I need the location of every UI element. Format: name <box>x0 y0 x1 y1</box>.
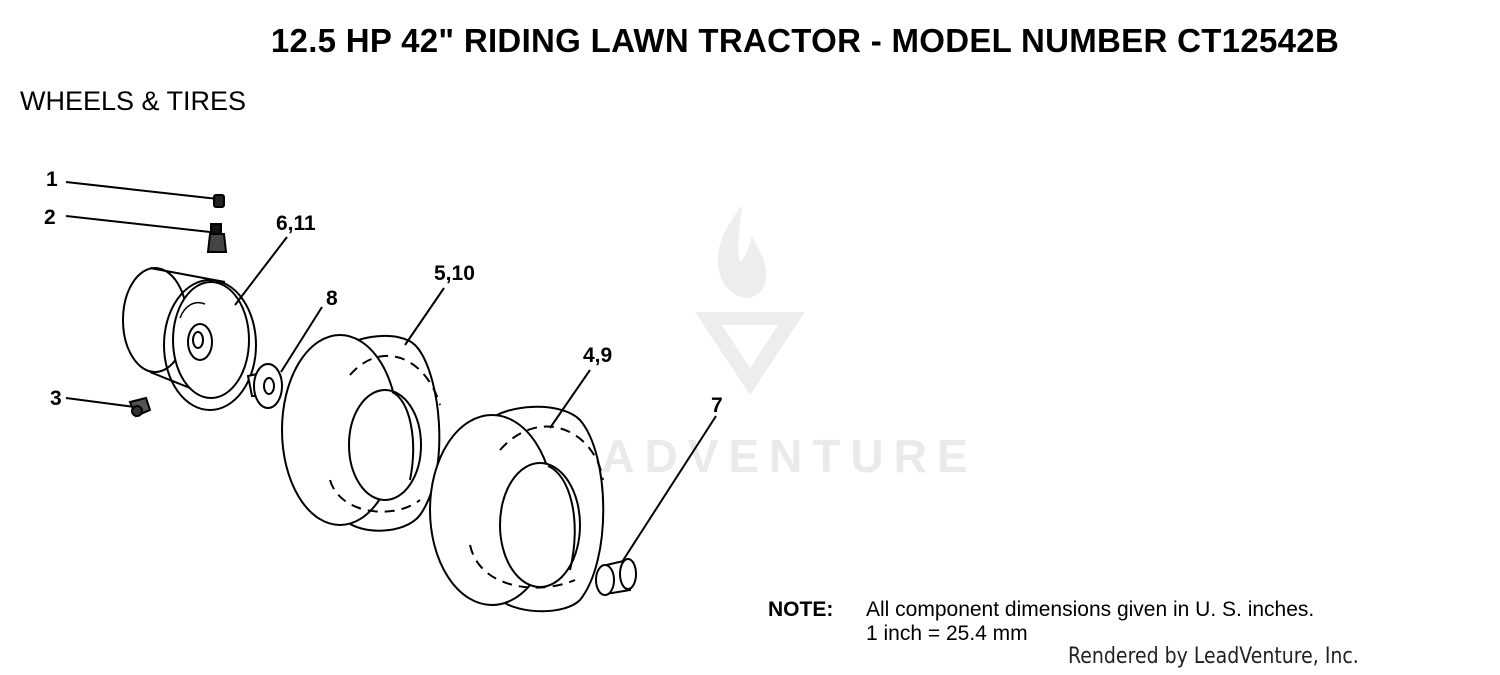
dimension-note: NOTE: All component dimensions given in U… <box>768 598 1314 646</box>
rendered-by-credit: Rendered by LeadVenture, Inc. <box>1068 644 1359 669</box>
callout-8: 8 <box>326 287 338 310</box>
callout-7: 7 <box>711 394 723 417</box>
callout-3: 3 <box>50 387 62 410</box>
note-label: NOTE: <box>768 598 834 621</box>
callout-2: 2 <box>44 206 56 229</box>
part-valve-stem <box>65 215 228 253</box>
watermark-v-icon <box>695 312 805 395</box>
part-tire-front <box>281 334 441 532</box>
leader-line-8 <box>280 306 323 373</box>
note-line-2: 1 inch = 25.4 mm <box>866 622 1028 645</box>
callout-1: 1 <box>46 168 58 191</box>
leader-line-5-10 <box>404 287 445 346</box>
part-wheel-rim <box>122 267 257 411</box>
callout-5-10: 5,10 <box>434 262 475 285</box>
part-lug-bolt <box>65 396 152 418</box>
watermark-flame-icon <box>717 205 767 298</box>
leader-line-7 <box>621 415 717 563</box>
leader-line-6-11 <box>234 236 288 306</box>
note-line-1: All component dimensions given in U. S. … <box>866 598 1315 621</box>
section-heading: WHEELS & TIRES <box>20 86 247 116</box>
leader-line-4-9 <box>549 369 591 429</box>
part-valve-cap <box>65 181 225 208</box>
callout-4-9: 4,9 <box>583 344 612 367</box>
callout-6-11: 6,11 <box>276 212 316 235</box>
part-bushing <box>595 558 637 596</box>
part-spacer <box>246 363 283 409</box>
part-tire-rear <box>429 405 605 613</box>
page-title: 12.5 HP 42" RIDING LAWN TRACTOR - MODEL … <box>270 22 1340 59</box>
